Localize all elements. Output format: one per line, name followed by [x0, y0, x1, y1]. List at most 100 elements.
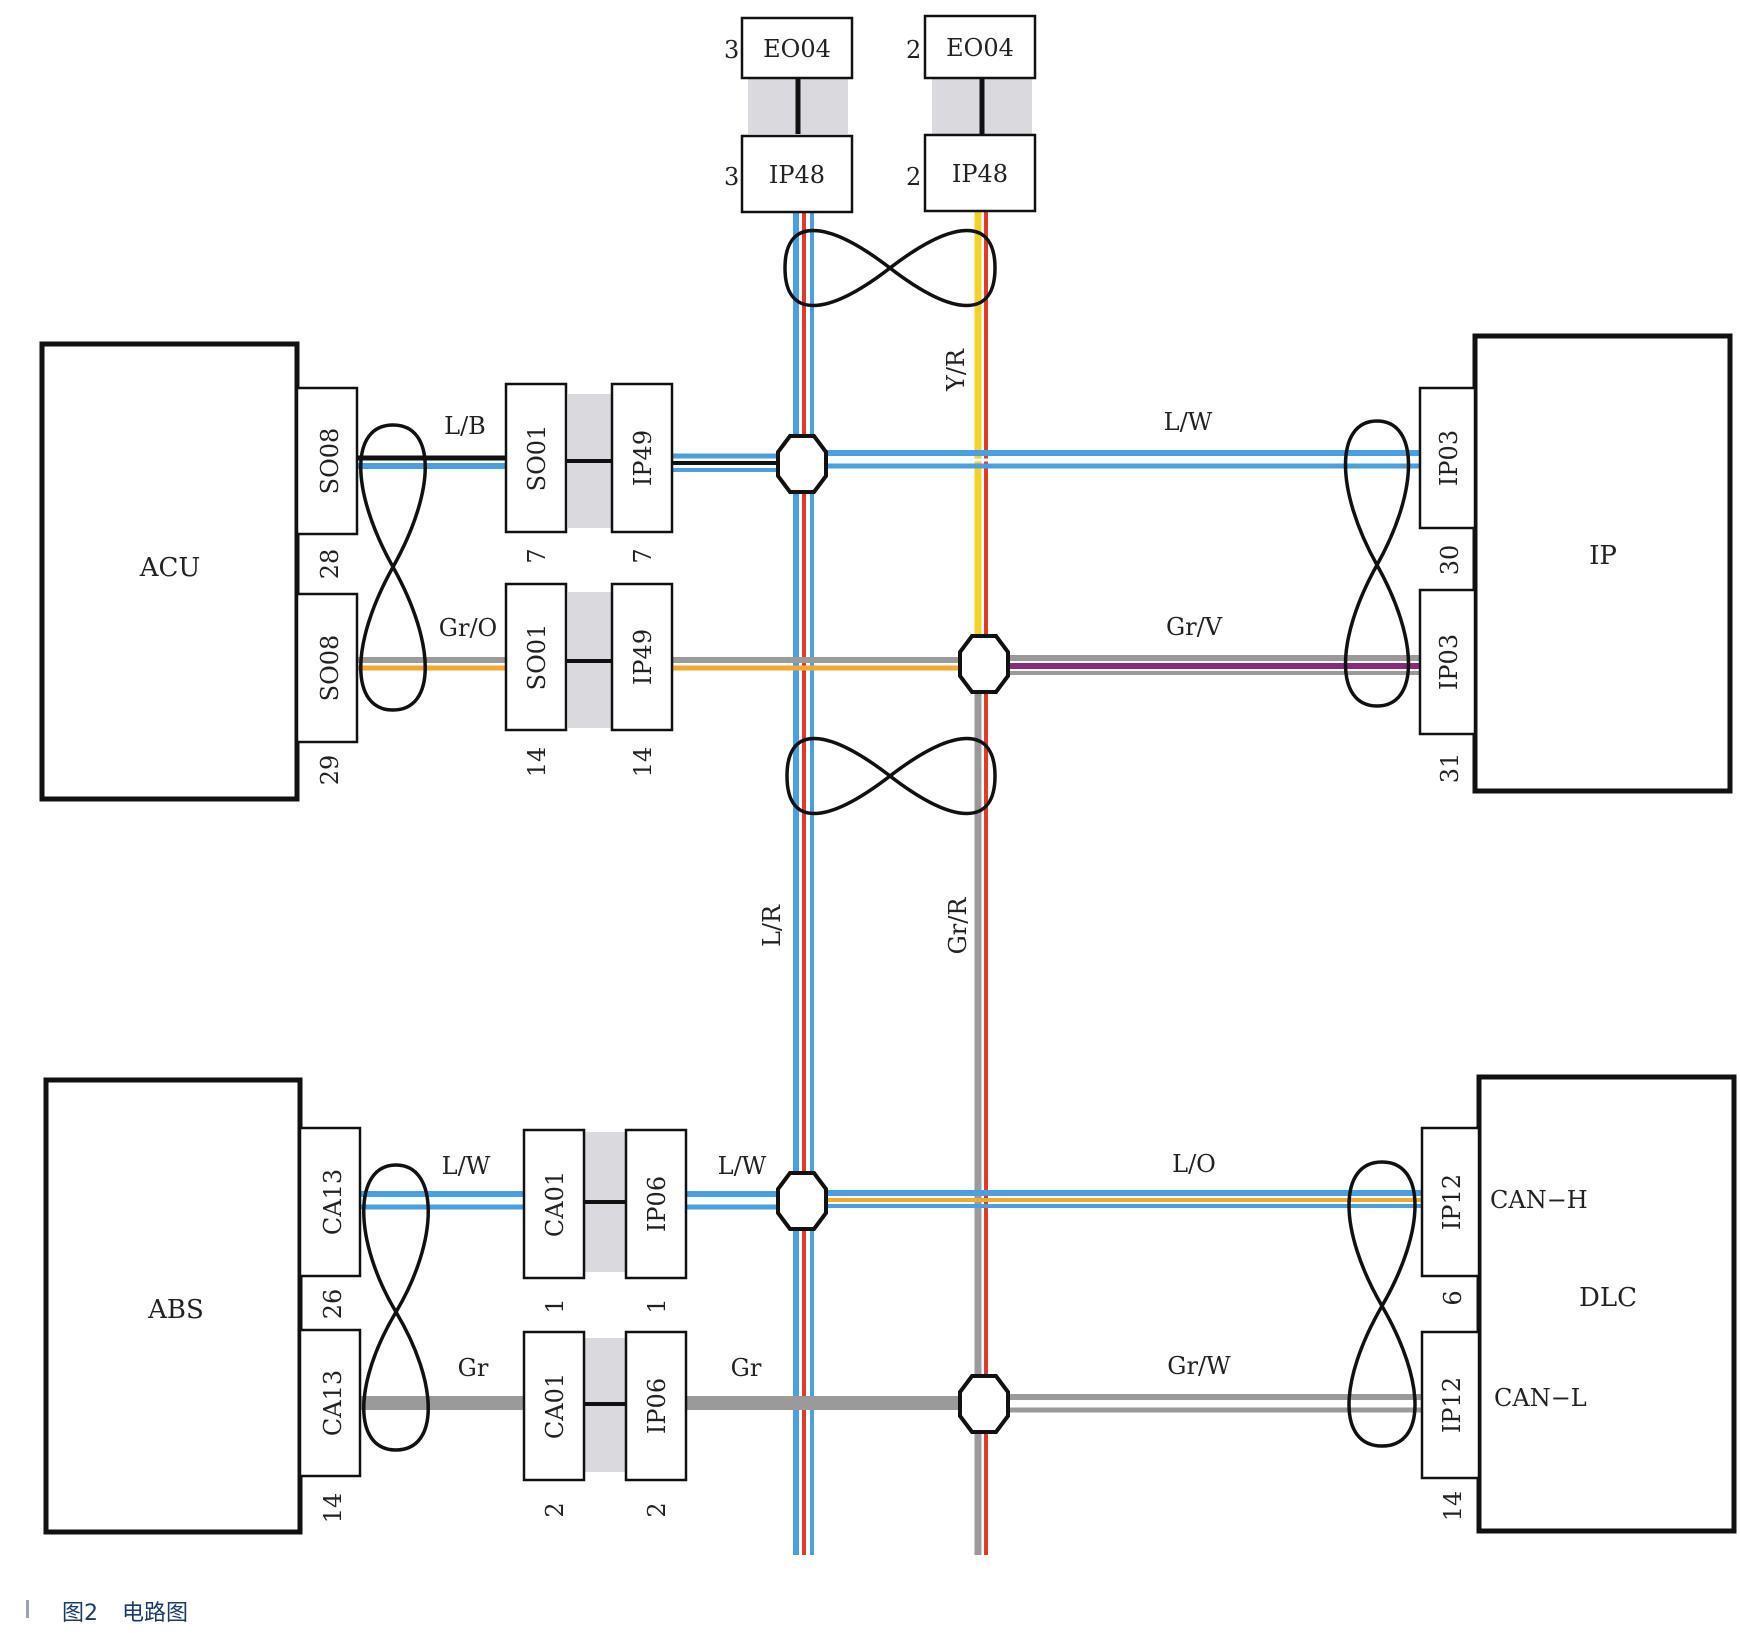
wire-label-gr-r: Gr/R [944, 897, 972, 955]
pin-eo04-left: 3 [724, 36, 739, 64]
wire-label-gr-o: Gr/O [439, 614, 497, 642]
splice-abs-1 [776, 1171, 828, 1231]
dlc-connectors: IP12 6 IP12 14 CAN−H CAN−L L/O Gr/W [1167, 1126, 1588, 1522]
ip-connectors: IP03 30 IP03 31 L/W Gr/V [1164, 386, 1477, 784]
pin-ca01-2: 2 [541, 1502, 569, 1517]
top-connectors: EO04 3 IP48 3 EO04 2 IP48 2 [724, 14, 1037, 214]
connector-ip03-2 [1418, 588, 1477, 736]
pin-ip06-1: 1 [643, 1298, 671, 1313]
splices [776, 434, 1010, 1434]
modules: ACU IP ABS DLC [39, 333, 1737, 1535]
acu-label: ACU [139, 553, 201, 583]
wire-label-gr-w: Gr/W [1167, 1352, 1231, 1380]
pin-so08-1: 28 [316, 549, 344, 580]
connector-ip12-1-label: IP12 [1438, 1174, 1466, 1230]
ip-module [1472, 333, 1733, 794]
connector-ip12-1 [1420, 1126, 1481, 1278]
connector-so08-1-label: SO08 [316, 428, 344, 495]
connector-ca01-1-label: CA01 [541, 1171, 569, 1237]
twist-top [783, 228, 997, 308]
pin-so01-2: 14 [523, 747, 551, 778]
connector-ip03-1-label: IP03 [1435, 430, 1463, 486]
abs-connectors: CA13 26 CA13 14 CA01 1 IP06 1 CA01 2 IP0… [298, 1126, 767, 1524]
pin-ip49-2: 14 [629, 747, 657, 778]
connector-ip48-right-label: IP48 [952, 160, 1008, 188]
pin-ca13-1: 26 [319, 1289, 347, 1320]
connector-ip49-1 [610, 382, 674, 534]
wire-label-l-w-ip: L/W [1164, 408, 1213, 436]
twist-ip [1343, 419, 1411, 708]
twist-dlc [1347, 1160, 1417, 1448]
pin-ip12-1: 6 [1439, 1290, 1467, 1305]
pin-ip03-2: 31 [1436, 753, 1464, 784]
connector-ip49-2-label: IP49 [629, 629, 657, 685]
connector-eo04-right [923, 14, 1037, 80]
connector-ca01-1 [522, 1128, 586, 1280]
pin-ip03-1: 30 [1436, 545, 1464, 576]
twisted-pairs [359, 228, 1417, 1452]
wire-label-l-r: L/R [758, 904, 786, 947]
wire-label-y-r: Y/R [942, 348, 970, 392]
twist-acu [359, 423, 427, 712]
wire-label-l-o: L/O [1172, 1150, 1216, 1178]
connector-ip48-left [740, 134, 854, 214]
wire-label-l-b: L/B [444, 412, 486, 440]
connector-eo04-left [740, 16, 854, 80]
dlc-label: DLC [1579, 1283, 1637, 1313]
connector-ip03-2-label: IP03 [1435, 634, 1463, 690]
abs-module [43, 1077, 303, 1535]
connector-ip49-2 [610, 582, 674, 732]
dlc-module [1476, 1074, 1737, 1534]
connector-ip12-2-label: IP12 [1438, 1377, 1466, 1433]
acu-module [39, 341, 300, 802]
wire-label-gr-abs: Gr [458, 1354, 489, 1382]
pin-eo04-right: 2 [906, 36, 921, 64]
pin-so08-2: 29 [316, 755, 344, 786]
pin-ip48-left: 3 [724, 163, 739, 191]
connector-ip12-2 [1420, 1330, 1481, 1480]
pin-ip48-right: 2 [906, 163, 921, 191]
pin-ca01-1: 1 [541, 1298, 569, 1313]
connector-eo04-left-label: EO04 [763, 35, 831, 63]
connector-so01-2 [504, 582, 568, 732]
caption-figure-number: 图2 [62, 1601, 98, 1626]
connector-ca01-2-label: CA01 [541, 1373, 569, 1439]
connector-ip06-1 [624, 1128, 688, 1280]
wire-label-gr-v: Gr/V [1166, 613, 1223, 641]
connector-ip06-1-label: IP06 [643, 1176, 671, 1232]
connector-ca01-2 [522, 1330, 586, 1482]
figure-caption: 图2 电路图 [26, 1600, 188, 1626]
connector-so08-1 [295, 386, 359, 536]
connector-ip03-1 [1418, 386, 1477, 530]
splice-abs-2 [958, 1374, 1010, 1434]
connector-ca13-1 [298, 1126, 362, 1278]
connector-ip49-1-label: IP49 [629, 430, 657, 486]
connector-ip48-right [923, 133, 1037, 213]
caption-text: 电路图 [122, 1601, 188, 1626]
connector-ip48-left-label: IP48 [769, 161, 825, 189]
pin-ca13-2: 14 [319, 1493, 347, 1524]
connector-so01-2-label: SO01 [523, 624, 551, 691]
splice-acu-1 [776, 434, 828, 494]
connector-so08-2 [295, 592, 359, 744]
connector-ca13-1-label: CA13 [319, 1169, 347, 1235]
connector-ca13-2 [298, 1328, 362, 1478]
wire-label-l-w-abs: L/W [442, 1152, 491, 1180]
acu-connectors: SO08 28 SO08 29 SO01 7 IP49 7 SO01 14 IP… [295, 382, 674, 786]
connector-ip06-2 [624, 1330, 688, 1482]
pin-ip12-2: 14 [1439, 1491, 1467, 1522]
connector-so01-1 [504, 382, 568, 534]
pin-so01-1: 7 [523, 548, 551, 563]
signal-can-h: CAN−H [1490, 1186, 1588, 1214]
twist-middle [785, 736, 997, 816]
wire-label-l-w-abs-out: L/W [718, 1152, 767, 1180]
wires [358, 78, 1422, 1555]
connector-ip06-2-label: IP06 [643, 1378, 671, 1434]
signal-can-l: CAN−L [1494, 1384, 1587, 1412]
connector-ca13-2-label: CA13 [319, 1370, 347, 1436]
connector-so01-1-label: SO01 [523, 425, 551, 492]
pin-ip06-2: 2 [643, 1502, 671, 1517]
splice-acu-2 [958, 634, 1010, 694]
caption-mark-bar [26, 1600, 29, 1618]
